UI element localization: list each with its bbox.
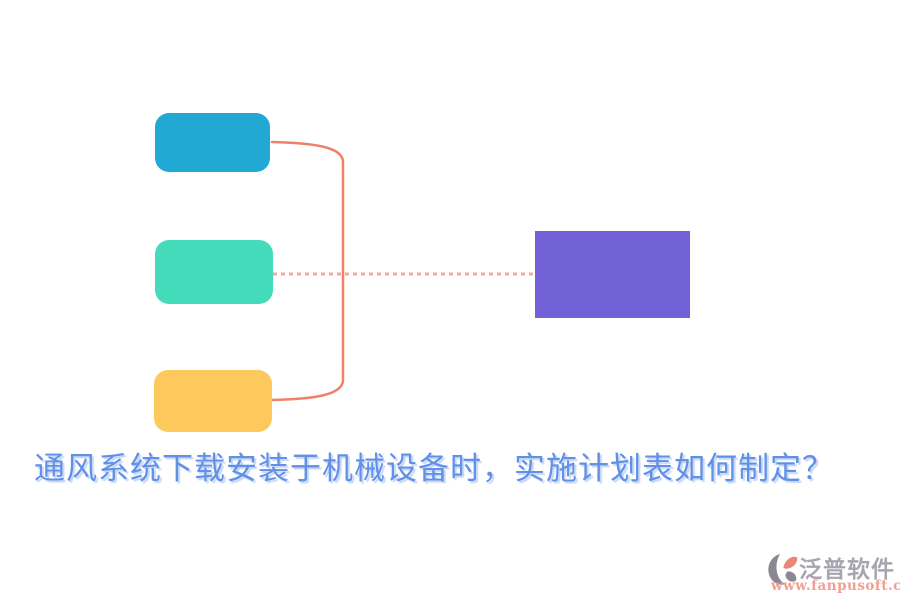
node-top [155, 113, 270, 172]
bracket-connector [270, 140, 345, 402]
node-middle [155, 240, 273, 304]
node-bottom [154, 370, 272, 432]
watermark-brand-text: 泛普软件 [799, 556, 895, 583]
watermark: 泛普软件 www.fanpusoft.com [765, 550, 900, 598]
fanpu-logo-icon [768, 553, 798, 585]
watermark-url-text: www.fanpusoft.com [771, 578, 900, 594]
node-right [535, 231, 690, 318]
caption-title: 通风系统下载安装于机械设备时，实施计划表如何制定？ [34, 451, 834, 487]
